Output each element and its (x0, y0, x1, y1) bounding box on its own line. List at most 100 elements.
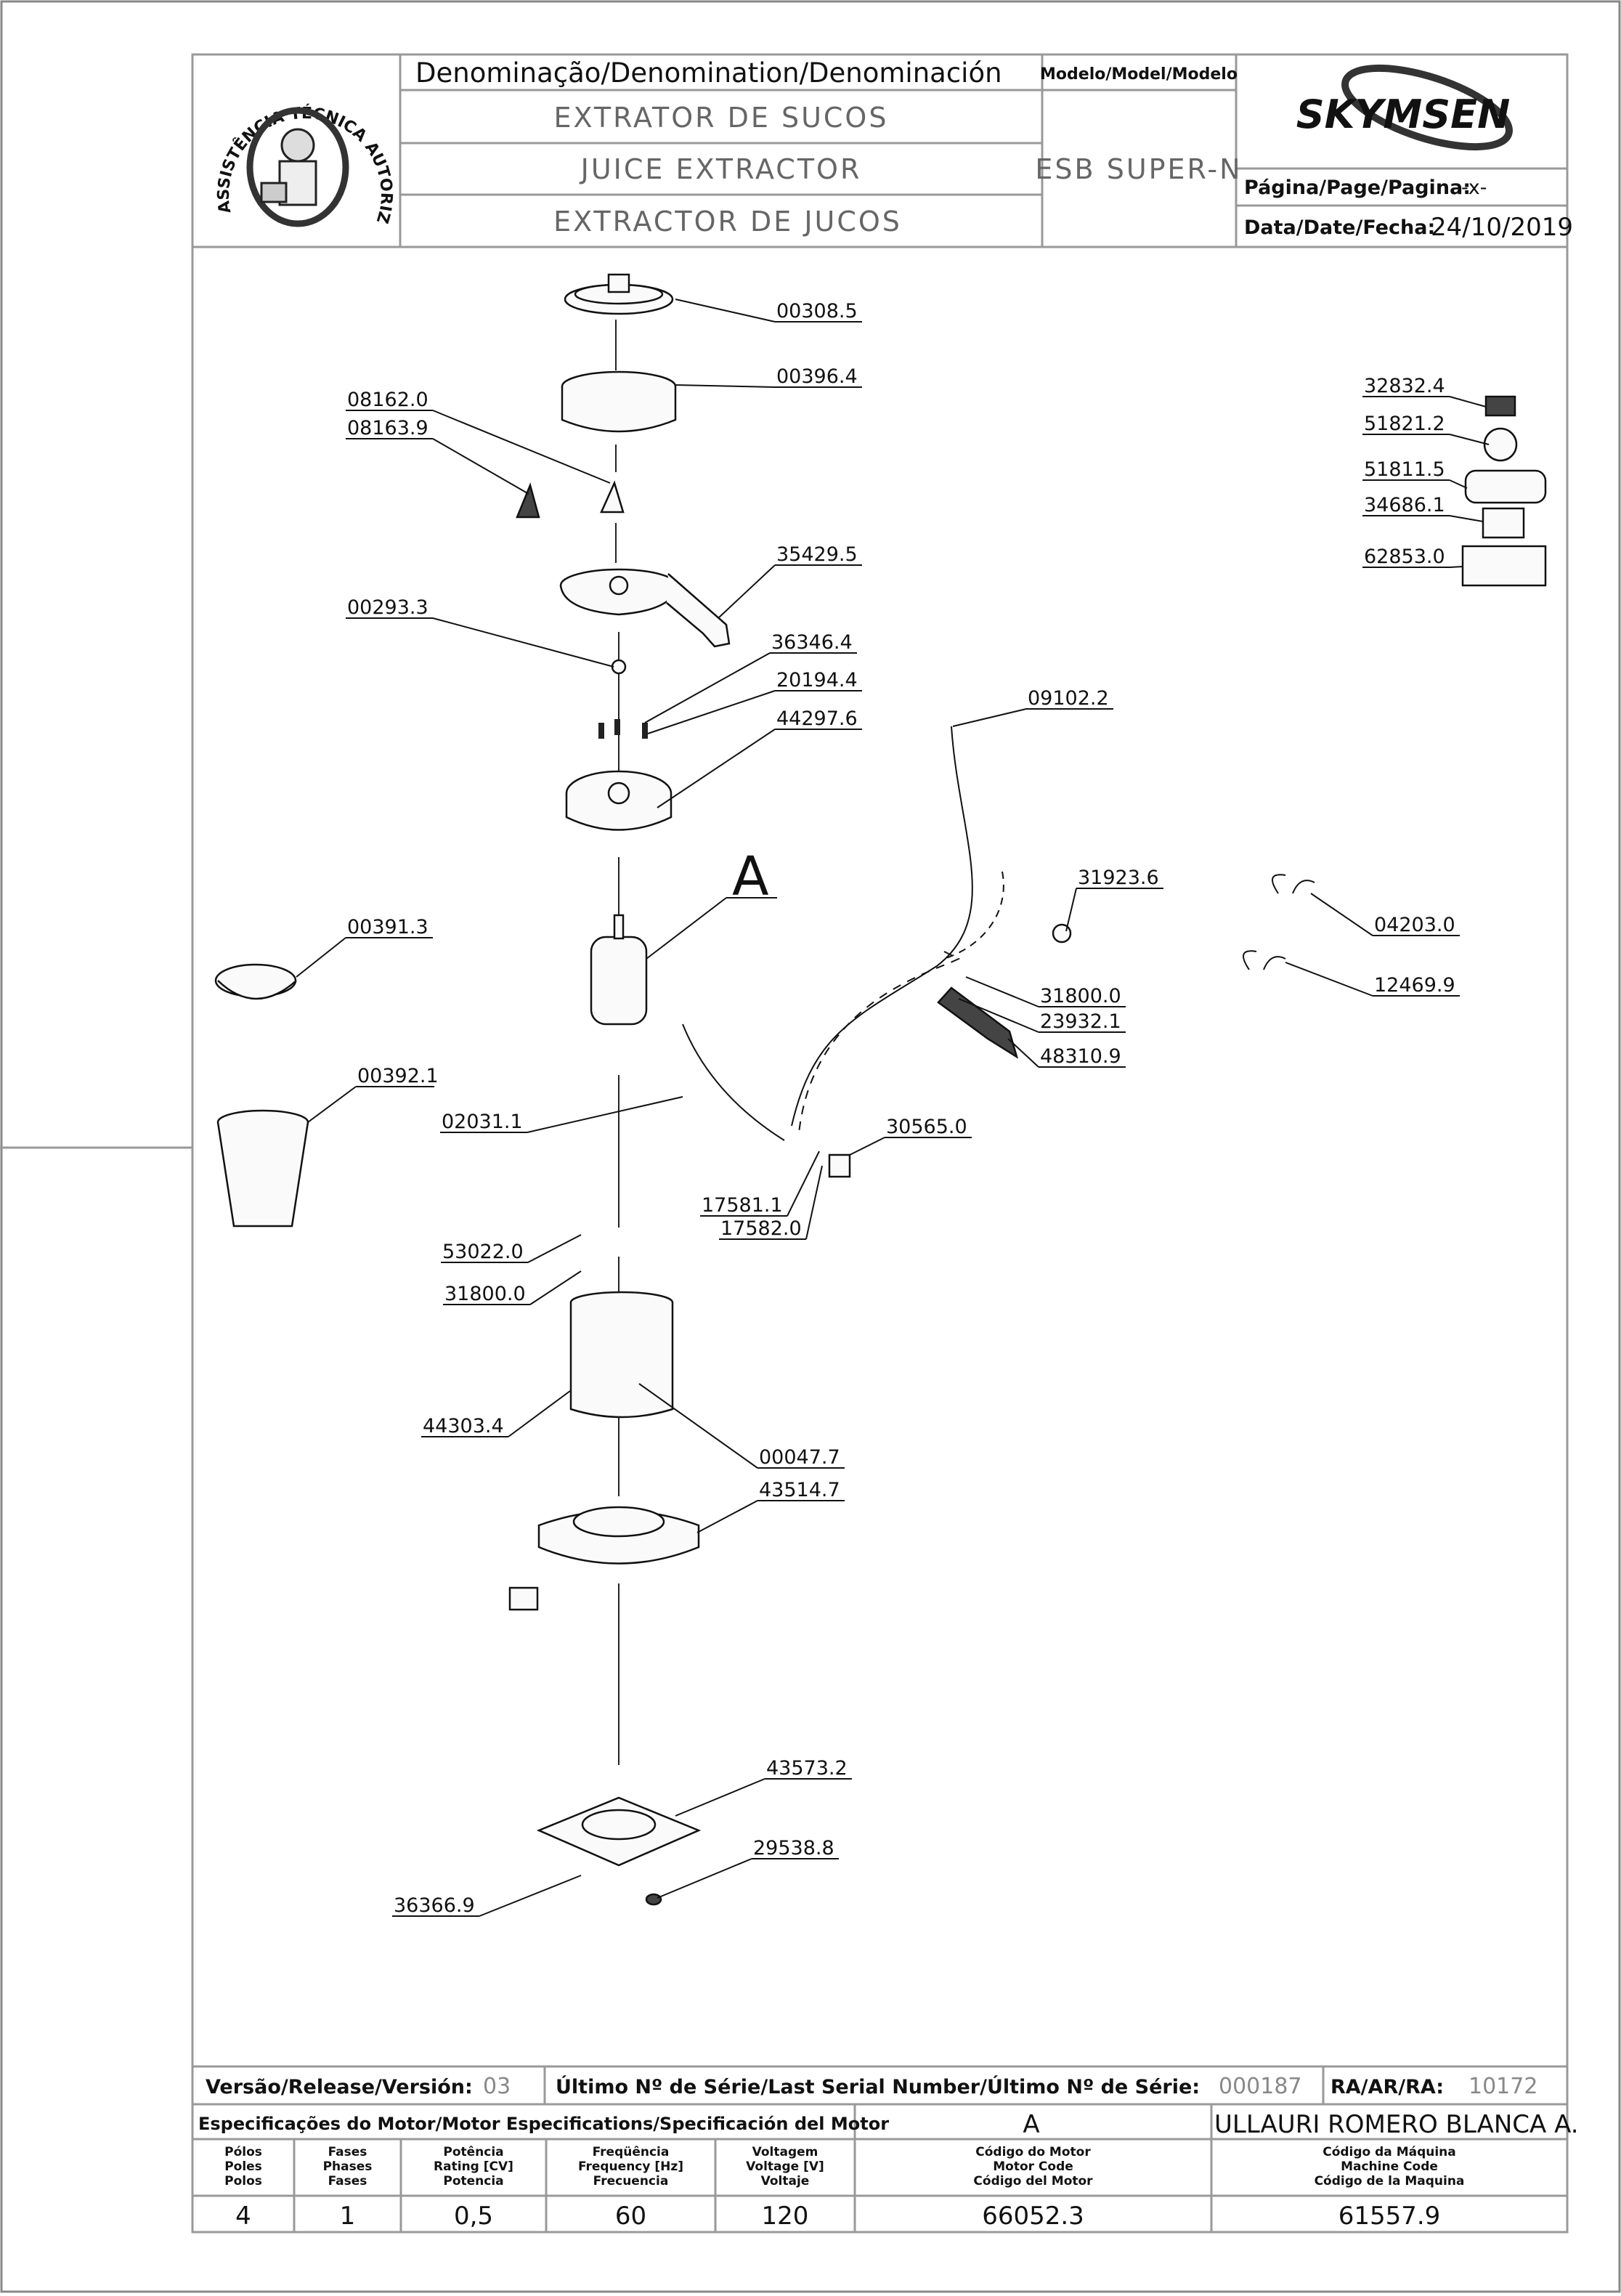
callouts-layer: 00308.500396.408162.008163.935429.500293… (296, 299, 1490, 1917)
callout-48310-9: 48310.9 (1007, 1038, 1126, 1068)
motor-part (590, 914, 648, 1026)
motor-spec-label: Especificações do Motor/Motor Especifica… (198, 2114, 889, 2134)
svg-text:ASSISTÊNCIA TÉCNICA AUTORIZADA: ASSISTÊNCIA TÉCNICA AUTORIZADA (0, 0, 395, 225)
sticker-51811-5 (1464, 469, 1547, 504)
callout-label: 20194.4 (776, 669, 858, 691)
spec-header: Código do Motor (975, 2145, 1091, 2159)
callout-label: 00391.3 (347, 916, 428, 938)
date-label: Data/Date/Fecha: (1244, 216, 1435, 239)
callout-08162-0: 08162.0 (346, 389, 611, 484)
spec-value: 0,5 (454, 2202, 493, 2231)
callout-17582-0: 17582.0 (719, 1165, 823, 1240)
callout-17581-1: 17581.1 (700, 1151, 820, 1217)
cord-guard-part (937, 986, 1019, 1059)
callout-label: 00396.4 (776, 365, 858, 388)
callout-label: 62853.0 (1364, 545, 1445, 568)
spec-header: Poles (224, 2159, 262, 2174)
callout-label: 09102.2 (1028, 687, 1109, 710)
spec-header: Fases (328, 2145, 367, 2159)
callout-04203-0: 04203.0 (1310, 893, 1460, 936)
spec-value: 1 (340, 2202, 356, 2231)
callout-label: 31923.6 (1078, 867, 1159, 889)
customer-name: ULLAURI ROMERO BLANCA A. (1214, 2110, 1579, 2139)
sticker-34686-1 (1482, 507, 1525, 539)
callout-label: 17582.0 (720, 1217, 802, 1240)
spec-header: Phases (323, 2159, 373, 2174)
callout-51811-5: 51811.5 (1362, 458, 1468, 489)
callout-label: 34686.1 (1364, 494, 1445, 516)
ra-label: RA/AR/RA: (1330, 2076, 1444, 2098)
callout-36366-9: 36366.9 (392, 1875, 582, 1917)
spec-header: Rating [CV] (434, 2159, 513, 2174)
callout-label: 17581.1 (702, 1194, 783, 1217)
callout-51821-2: 51821.2 (1362, 413, 1490, 445)
callout-12469-9: 12469.9 (1285, 962, 1460, 997)
title-pt: EXTRATOR DE SUCOS (554, 102, 889, 134)
spec-header: Voltage [V] (746, 2159, 824, 2174)
callout-label: 44297.6 (776, 707, 858, 730)
callout-label: 32832.4 (1364, 375, 1445, 397)
seal-text: ASSISTÊNCIA TÉCNICA AUTORIZADA (0, 0, 395, 225)
callout-43573-2: 43573.2 (675, 1757, 852, 1817)
screws-part (598, 719, 648, 739)
lid-part (564, 273, 674, 315)
spec-header: Polos (224, 2174, 262, 2188)
motor-spec-columns: PólosPolesPolos4FasesPhasesFases1Potênci… (224, 2145, 1464, 2231)
callout-label: 53022.0 (442, 1241, 524, 1263)
title-en: JUICE EXTRACTOR (580, 153, 862, 185)
callout-label: 00047.7 (759, 1446, 840, 1469)
callout-label: 04203.0 (1374, 914, 1455, 936)
callout-label: 08162.0 (347, 389, 428, 411)
callout-label: 30565.0 (886, 1116, 967, 1138)
callout-label: 48310.9 (1040, 1045, 1121, 1068)
spec-header: Machine Code (1341, 2159, 1438, 2174)
callout-23932-1: 23932.1 (958, 998, 1126, 1033)
callout-09102-2: 09102.2 (952, 687, 1113, 727)
ra-value: 10172 (1468, 2074, 1537, 2099)
callout-31800-0a: 31800.0 (965, 976, 1126, 1007)
callout-62853-0: 62853.0 (1362, 545, 1463, 568)
spec-header: Potencia (443, 2174, 503, 2188)
callout-35429-5: 35429.5 (718, 543, 862, 618)
washer-part (611, 659, 627, 675)
spec-header: Código de la Maquina (1315, 2174, 1465, 2188)
callout-00396-4: 00396.4 (675, 365, 862, 388)
callout-31800-0b: 31800.0 (443, 1270, 582, 1305)
denomination-label: Denominação/Denomination/Denominación (415, 57, 1002, 89)
callout-label: 43573.2 (766, 1757, 848, 1780)
drawing-frame (191, 53, 1569, 2234)
connector-part (1052, 923, 1072, 944)
callout-00391-3: 00391.3 (296, 916, 433, 978)
callout-label: 35429.5 (776, 543, 858, 566)
callout-label: 23932.1 (1040, 1010, 1121, 1033)
callout-label: 36366.9 (394, 1894, 475, 1917)
spec-header: Código del Motor (973, 2174, 1093, 2188)
callout-label: 02031.1 (442, 1111, 523, 1133)
callout-A: A (646, 845, 777, 960)
callout-44303-4: 44303.4 (421, 1390, 571, 1437)
sticker-32832-4 (1484, 395, 1516, 417)
model-label: Modelo/Model/Modelo (1040, 65, 1238, 84)
sticker-62853-0 (1461, 545, 1547, 587)
callout-00047-7: 00047.7 (638, 1383, 845, 1469)
callout-00392-1: 00392.1 (307, 1065, 439, 1123)
spec-header: Freqüência (593, 2145, 670, 2159)
spec-header: Voltagem (752, 2145, 818, 2159)
callout-label: A (732, 845, 769, 908)
serial-label: Último Nº de Série/Last Serial Number/Úl… (556, 2075, 1200, 2098)
title-block: Denominação/Denomination/Denominación Mo… (0, 0, 1573, 248)
spec-header: Motor Code (993, 2159, 1073, 2174)
callout-36346-4: 36346.4 (644, 631, 857, 723)
callout-00293-3: 00293.3 (346, 596, 614, 668)
cone-small-part (516, 482, 540, 519)
callout-label: 29538.8 (753, 1837, 834, 1859)
footer-block: Versão/Release/Versión: 03 Último Nº de … (192, 2065, 1579, 2232)
callout-label: 08163.9 (347, 417, 428, 439)
spec-header: Fases (328, 2174, 367, 2188)
callout-31923-6: 31923.6 (1065, 867, 1163, 932)
skymsen-logo: SKYMSEN (1296, 64, 1513, 151)
model-value: ESB SUPER-N (1035, 153, 1242, 185)
callout-label: 31800.0 (1040, 985, 1121, 1007)
